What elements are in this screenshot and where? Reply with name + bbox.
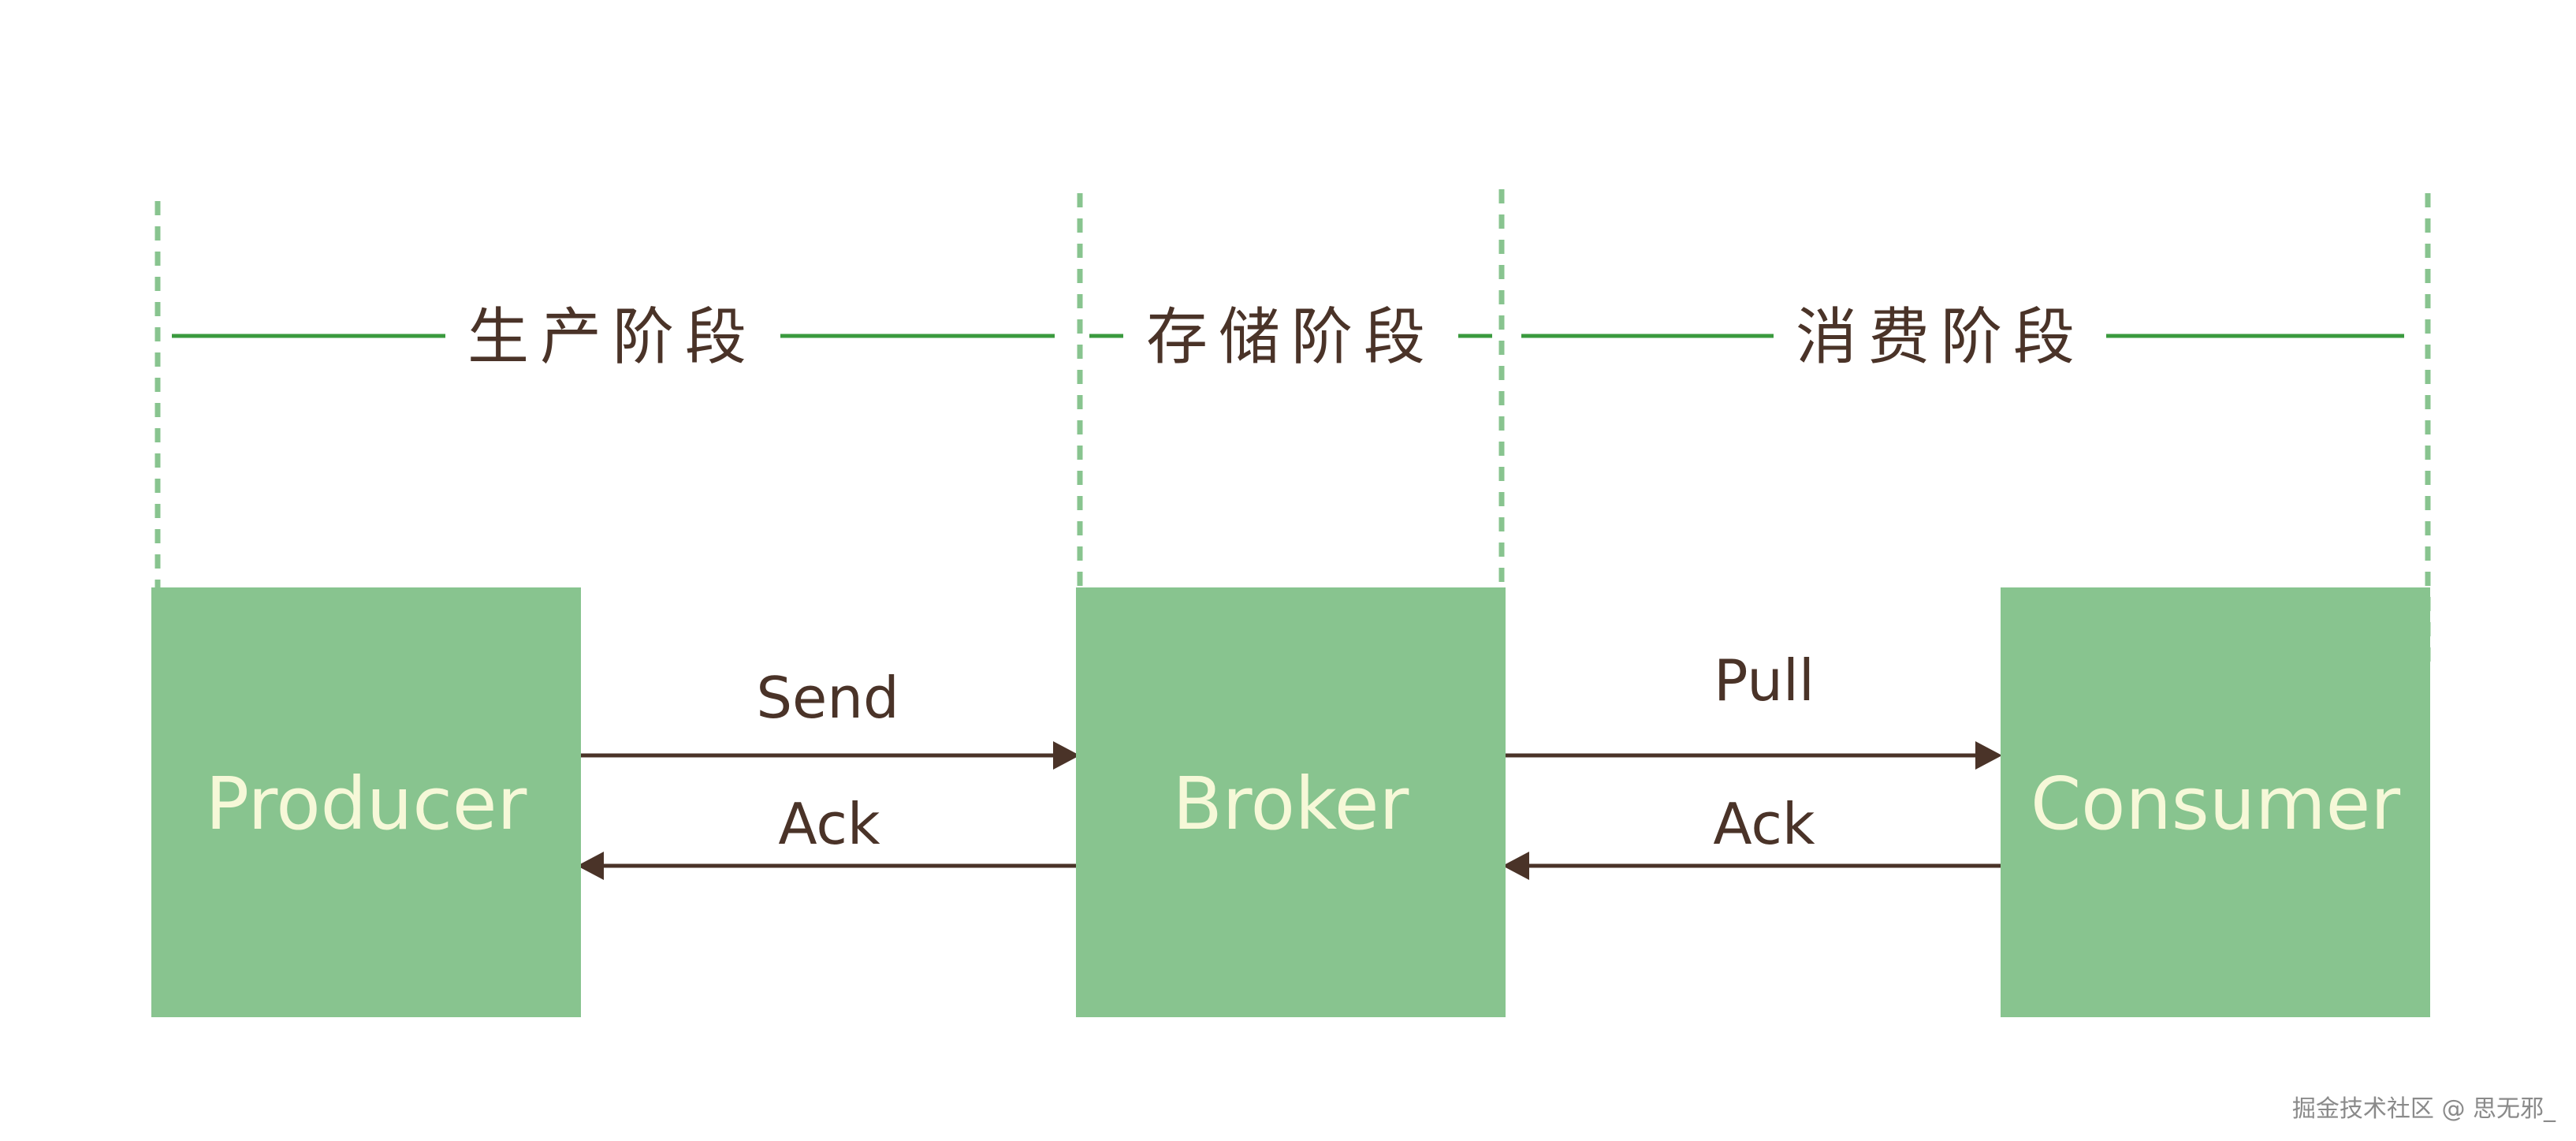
ack-label-1: Ack [778, 791, 880, 857]
consumer-label: Consumer [2030, 762, 2401, 846]
producer-label: Producer [205, 762, 527, 846]
broker-box [1076, 587, 1506, 1017]
pull-arrow-head [1975, 741, 2002, 770]
stage-label-storage: 存储阶段 [1145, 302, 1437, 373]
stage-label-production: 生产阶段 [467, 302, 758, 373]
broker-label: Broker [1172, 762, 1409, 846]
stage-label-consumption: 消费阶段 [1795, 302, 2086, 373]
pull-label: Pull [1714, 647, 1815, 714]
ack-label-2: Ack [1713, 791, 1815, 857]
ack-arrow-head-2 [1502, 852, 1529, 880]
producer-box [151, 587, 581, 1017]
send-label: Send [756, 665, 899, 731]
send-arrow-head [1053, 741, 1080, 770]
watermark: 掘金技术社区 @ 思无邪_ [2291, 1095, 2556, 1123]
consumer-box [2001, 587, 2430, 1017]
ack-arrow-head-1 [577, 852, 604, 880]
